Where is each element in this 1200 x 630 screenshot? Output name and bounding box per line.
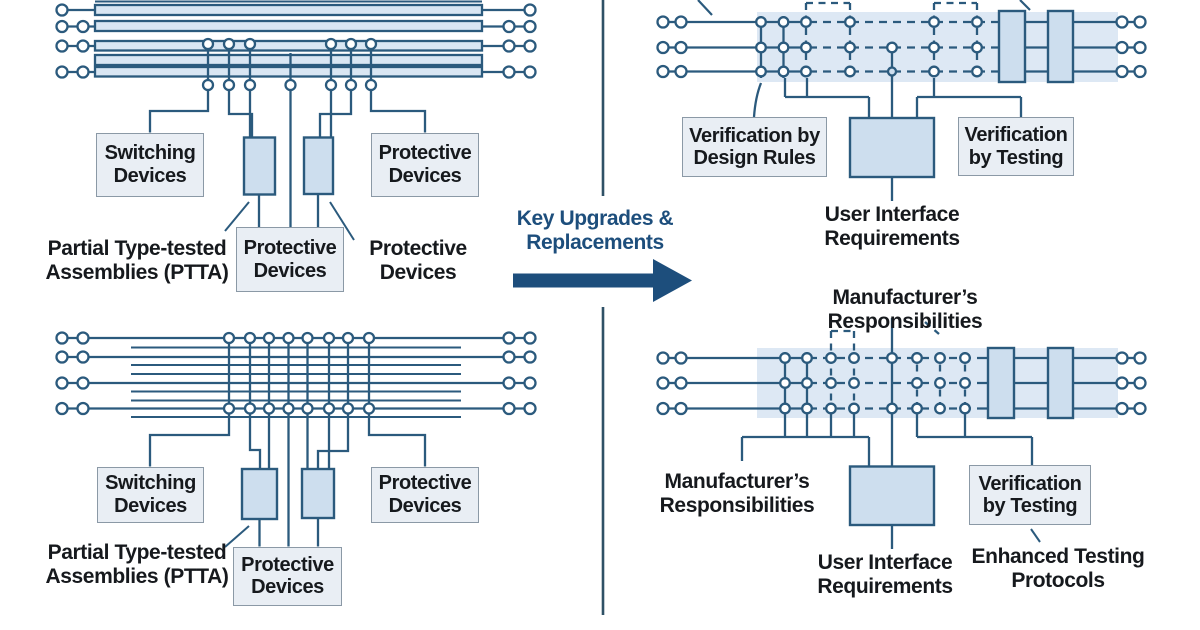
enhanced-testing-protocols-label: Enhanced Testing Protocols [971,545,1145,592]
user-interface-label-bottom: User Interface Requirements [817,551,953,598]
verification-testing-box-top: Verification by Testing [958,117,1074,176]
protective-devices-box-top-right: Protective Devices [371,132,479,197]
ptta-bottom-diagram [55,331,537,548]
manufacturers-responsibilities-title: Manufacturer’s Responsibilities [827,286,983,333]
manufacturers-responsibilities-label: Manufacturer’s Responsibilities [659,470,815,517]
user-interface-label-top: User Interface Requirements [824,203,960,250]
verification-design-rules-box: Verification by Design Rules [682,117,827,177]
key-upgrades-title: Key Upgrades & Replacements [516,207,674,254]
switching-devices-box-top: Switching Devices [96,132,204,197]
verification-testing-box-bottom: Verification by Testing [969,465,1091,525]
ptta-label-bottom: Partial Type-tested Assemblies (PTTA) [45,541,229,588]
upgraded-bottom-diagram [656,318,1147,549]
ptta-label-top: Partial Type-tested Assemblies (PTTA) [45,237,229,284]
upgraded-top-diagram [656,0,1147,201]
upgrade-arrow-icon [513,259,692,302]
protective-devices-plain-top: Protective Devices [369,237,467,284]
protective-devices-box-bottom-center: Protective Devices [233,546,342,606]
protective-devices-box-top-center: Protective Devices [236,227,344,292]
switching-devices-box-bottom: Switching Devices [97,466,204,523]
ptta-top-diagram [55,0,537,241]
protective-devices-box-bottom-right: Protective Devices [371,466,479,523]
